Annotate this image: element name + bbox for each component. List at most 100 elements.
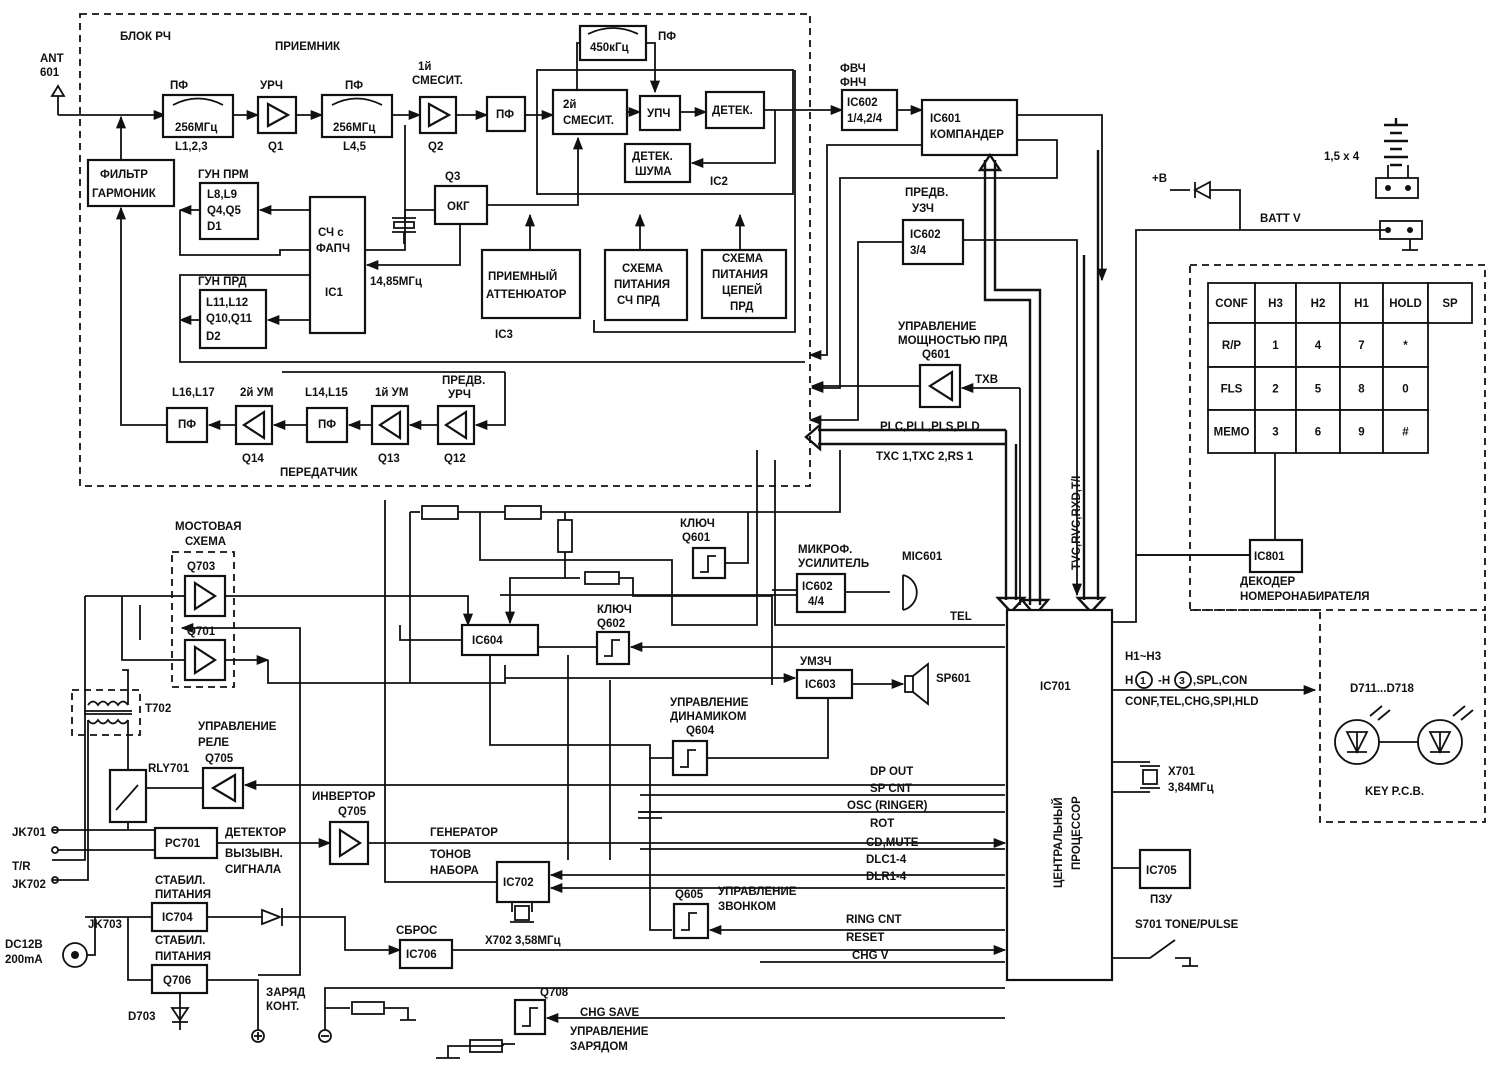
fnch-label: ФНЧ: [840, 77, 866, 89]
ic702-block: [495, 860, 551, 904]
gen-label-2: ТОНОВ: [430, 849, 471, 861]
dc-label-1: DC12В: [5, 939, 43, 951]
harmonic-label-1: ФИЛЬТР: [100, 169, 148, 181]
tx-pf2-block: [305, 406, 349, 444]
cpu-signal-label: SP CNT: [870, 783, 912, 795]
q703-label: Q703: [187, 561, 215, 573]
keypad-key: [1382, 409, 1429, 454]
t702-boundary: [71, 689, 141, 736]
tx-pf2-label: ПФ: [318, 419, 336, 431]
pf3-label: ПФ: [496, 109, 514, 121]
ic702-label: IC702: [503, 877, 534, 889]
zener-icon: [170, 1007, 190, 1023]
umzch-label: УМЗЧ: [800, 656, 832, 668]
keypad-key: [1207, 282, 1256, 324]
switch-icon: [700, 555, 716, 573]
gen-label-1: ГЕНЕРАТОР: [430, 827, 498, 839]
gun-prd-2: Q10,Q11: [206, 313, 253, 325]
inverter-label: ИНВЕРТОР: [312, 791, 376, 803]
tx-pf2-ref: L14,L15: [305, 387, 348, 399]
pll-label-3: IC1: [325, 287, 344, 299]
um1-label: 1й УМ: [375, 387, 408, 399]
bandpass-icon: [331, 97, 383, 106]
amplifier-icon: [241, 409, 266, 441]
keypad-key: [1254, 366, 1297, 411]
pw2-label-4: ПРД: [730, 301, 753, 313]
tvc-label: TVC,RVC,RXD,T/I: [1071, 476, 1083, 570]
plus-b-label: +B: [1152, 173, 1167, 185]
keypad-key-label: 6: [1315, 427, 1321, 439]
amplifier-icon: [443, 409, 468, 441]
cpu-signal-label: RESET: [846, 932, 884, 944]
q705b-label: Q705: [338, 806, 367, 818]
keypad-key: [1295, 409, 1341, 454]
q12-label: Q12: [444, 453, 466, 465]
keypad-key: [1295, 366, 1341, 411]
ic3-label: IC3: [495, 329, 513, 341]
cpu-signal-label: OSC (RINGER): [847, 800, 928, 812]
diode-icon: [1193, 180, 1211, 200]
ic602b-block: [901, 218, 965, 266]
mix1-title-2: СМЕСИТ.: [412, 75, 463, 87]
bridge-label-1: МОСТОВАЯ: [175, 521, 242, 533]
gun-prm-title: ГУН ПРМ: [198, 169, 249, 181]
microphone-icon: [902, 574, 918, 611]
ic2-label: IC2: [710, 176, 728, 188]
reset-label: СБРОС: [396, 925, 437, 937]
cpu-signal-label: ROT: [870, 818, 894, 830]
switch-icon: [1112, 939, 1198, 967]
jk701-label: JK701: [12, 827, 46, 839]
pll-ic1-block: [308, 195, 367, 335]
keypad-key-label: *: [1403, 340, 1408, 352]
switch-icon: [604, 639, 620, 657]
ic706-block: [398, 938, 454, 970]
pf3-block: [485, 95, 527, 133]
h-circ-3: 3: [1179, 675, 1185, 687]
pll-label-1: СЧ с: [318, 227, 344, 239]
decoder-label-2: НОМЕРОНАБИРАТЕЛЯ: [1240, 591, 1370, 603]
bandpass-icon: [587, 27, 639, 35]
q701-label: Q701: [187, 626, 216, 638]
q13-label: Q13: [378, 453, 400, 465]
keypad-key: [1382, 322, 1429, 368]
transmitter-label: ПЕРЕДАТЧИК: [280, 467, 359, 479]
bridge-boundary: [171, 551, 235, 688]
keypad-boundary: [1189, 264, 1486, 611]
amplifier-icon: [377, 409, 402, 441]
sp601-label: SP601: [936, 673, 971, 685]
jk702-label: JK702: [12, 879, 46, 891]
crystal-icon: [392, 209, 435, 244]
tx-pf-block: [165, 406, 209, 444]
h-line-c: ,SPL,CON: [1193, 675, 1247, 687]
keypad-key: [1254, 282, 1297, 324]
mic-amp-label-2: УСИЛИТЕЛЬ: [798, 558, 869, 570]
chg-ctrl-label-1: УПРАВЛЕНИЕ: [570, 1026, 649, 1038]
led-2-icon: [1417, 705, 1474, 765]
q602-label: Q602: [597, 618, 625, 630]
pll-label-2: ФАПЧ: [316, 243, 350, 255]
keypad-key: [1254, 409, 1297, 454]
cpu-ic-label: IC701: [1040, 681, 1071, 693]
antenna-icon: [50, 84, 66, 115]
keypad-key: [1427, 282, 1473, 324]
keypad-key-label: H1: [1354, 298, 1369, 310]
attenuator-label-2: АТТЕНЮАТОР: [486, 289, 567, 301]
switch-icon: [681, 912, 697, 931]
tx-pf-label: ПФ: [178, 419, 196, 431]
cpu-signal-label: DLR1-4: [866, 871, 907, 883]
key2-label: КЛЮЧ: [597, 604, 632, 616]
power-prd-circuits-block: [700, 248, 788, 320]
pred-uzch-2: УЗЧ: [912, 203, 934, 215]
switch-icon: [522, 1007, 538, 1027]
cpu-name-1: ЦЕНТРАЛЬНЫЙ: [1052, 797, 1065, 888]
cpu-signal-label: RING CNT: [846, 914, 902, 926]
jk703-label: JK703: [88, 919, 122, 931]
cpu-name-2: ПРОЦЕССОР: [1071, 796, 1083, 870]
amplifier-icon: [193, 580, 218, 612]
pf450-block: [578, 24, 648, 62]
charge-label-2: КОНТ.: [266, 1001, 299, 1013]
t702-label: T702: [145, 703, 171, 715]
okg-label: ОКГ: [447, 201, 470, 213]
keypad-key-label: 5: [1315, 384, 1322, 396]
